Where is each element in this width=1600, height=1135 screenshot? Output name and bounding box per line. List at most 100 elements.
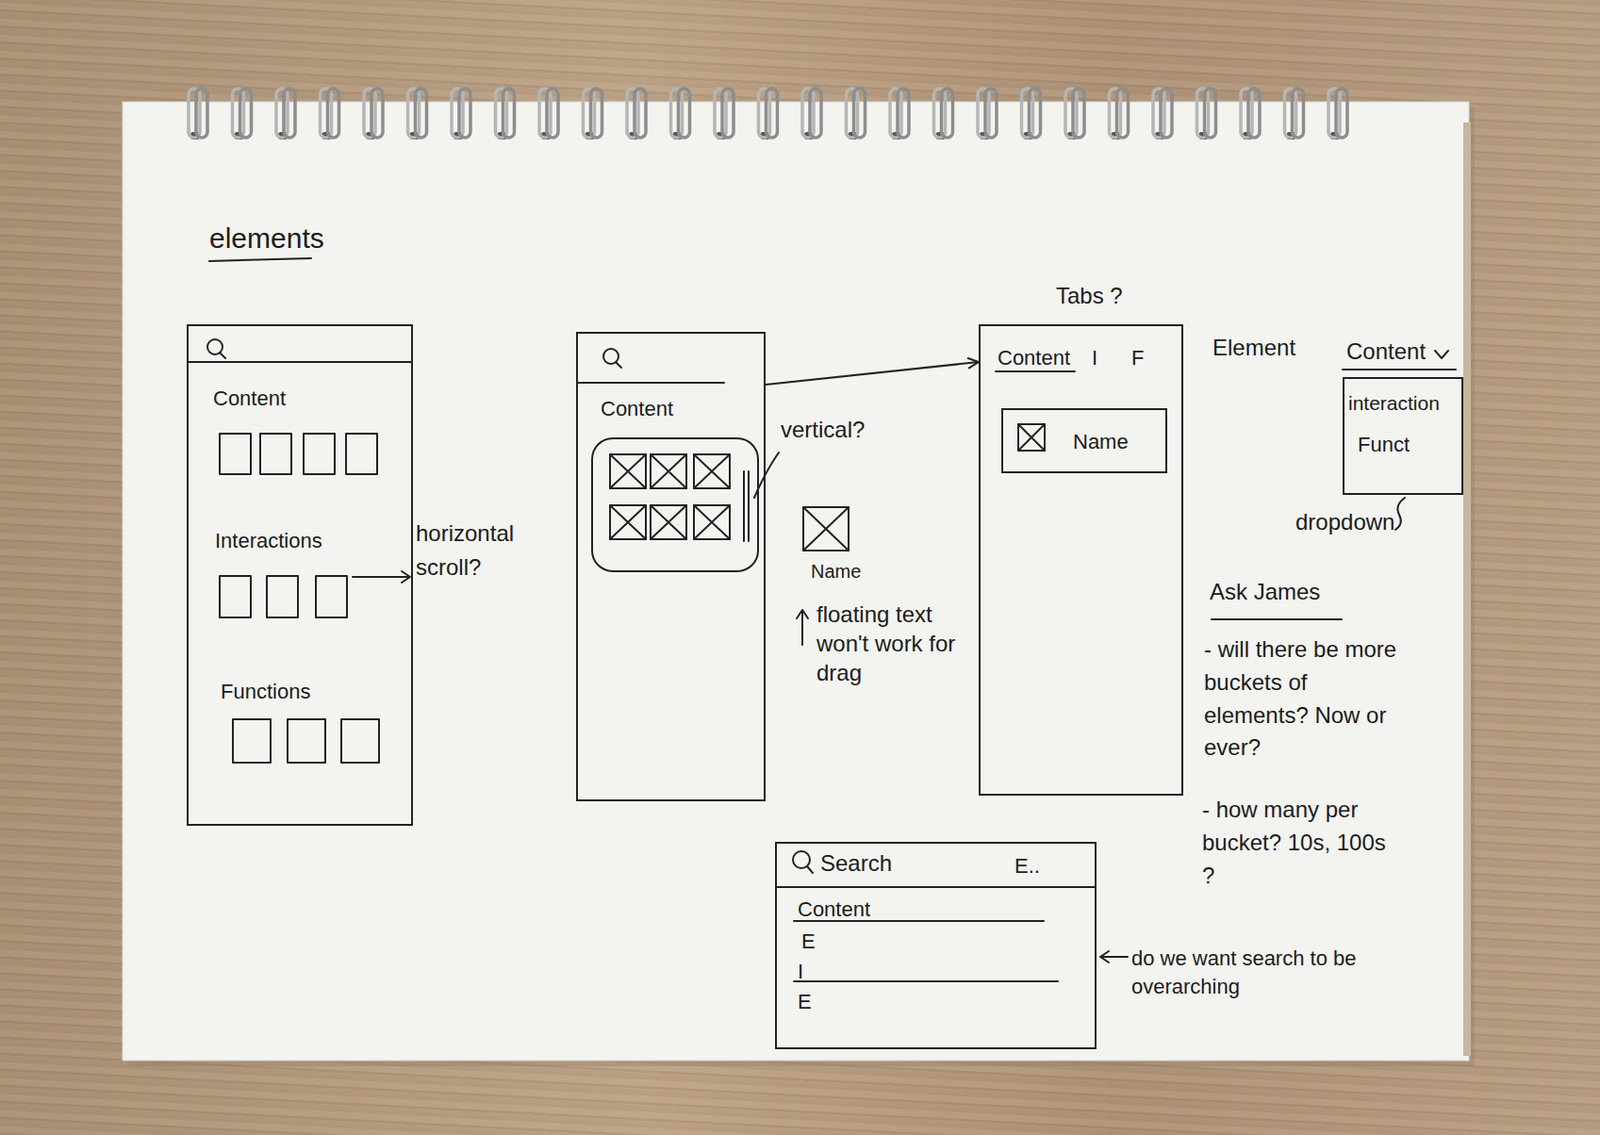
node-text: Interactions [214,529,323,553]
sketch-stroke [650,454,687,489]
binding-ring [1336,88,1348,138]
binding-ring [766,88,778,138]
binding-ring [1197,88,1209,138]
phone-frame: Content [576,331,766,802]
sketch-lines [188,258,1456,982]
node-text: I [1091,346,1098,370]
binding-ring [890,88,902,138]
node-text: interaction [1348,392,1440,414]
binding-ring [503,88,515,138]
sketch-note: do we want search to be overarching [1131,944,1452,1001]
sketch-stroke [303,433,335,475]
binding-ring [1285,88,1297,138]
sketch-stroke [219,576,251,618]
sketch-stroke [995,370,1075,373]
notebook-page [122,101,1475,1067]
binding-ring [758,88,771,138]
binding-ring [626,88,639,138]
binding-ring [1072,88,1085,138]
binding-ring [1248,88,1260,138]
binding-ring [495,88,508,138]
page-title: elements [209,222,325,254]
sketch-stroke [1100,951,1109,963]
binding-ring [634,88,646,138]
sketch-note: Ask James [1209,578,1320,607]
arrow-head [968,358,979,368]
binding-ring [846,88,858,138]
binding-ring [371,88,383,138]
sketch-note: Element [1212,334,1296,363]
node-text: Funct [1357,433,1410,457]
binding-ring [1029,88,1041,138]
sketch-stroke [209,258,312,262]
sketch-stroke [122,101,1469,1061]
binding-ring [591,88,603,138]
sketch-stroke [341,719,380,763]
sketch-stroke [803,507,849,551]
sketch-stroke [754,452,779,498]
binding-ring [451,88,463,138]
node-text: Name [1072,430,1129,454]
sketch-stroke [803,507,849,551]
sketch-stroke [776,886,1095,889]
sketch-stroke [693,454,730,489]
sketch-stroke [266,576,298,618]
binding-ring [232,88,245,138]
binding-ring [714,88,726,138]
sketch-stroke [577,381,725,384]
node-text: E [797,990,812,1014]
sketch-stroke [352,576,410,578]
binding-ring [809,88,822,138]
sketch-note: Tabs ? [1055,282,1123,311]
sketch-stroke [693,505,730,540]
phone-frame: ContentInteractionsFunctions [186,324,413,826]
sketch-stroke [693,454,730,489]
node-text: Content [797,898,871,922]
sketch-stroke [1463,122,1471,1056]
binding-ring [671,88,683,138]
sketch-stroke [650,454,687,489]
sketch-stroke [650,505,687,540]
sketch-note: - how many per bucket? 10s, 100s ? [1202,793,1396,892]
sketch-note: - will there be more buckets of elements… [1204,633,1398,765]
sketch-stroke [188,361,412,363]
binding-ring [1204,88,1217,138]
sketch-stroke [260,433,292,475]
dropdown-menu: ContentinteractionFunct [1342,331,1464,495]
search-panel: SearchE..ContentEIE [775,841,1097,1050]
sketch-stroke [615,362,622,368]
binding-ring [276,88,288,138]
sketch-stroke [1395,497,1405,530]
sketch-stroke [219,352,226,359]
sketch-stroke [1342,368,1456,371]
binding-ring [854,88,866,138]
binding-ring [941,88,954,138]
sketch-stroke [1435,350,1449,359]
sketch-stroke [1101,956,1128,958]
node-text: Functions [220,680,311,704]
sketch-stroke [1018,424,1045,451]
sketch-stroke [232,719,271,763]
sketch-stroke [315,576,347,618]
binding-ring [1292,88,1304,138]
binding-ring [188,88,200,138]
sketch-stroke [807,866,813,874]
binding-ring [1153,88,1165,138]
sketch-stroke [610,505,646,540]
sketch-note: Name [810,560,861,583]
binding-ring [328,88,340,138]
binding-ring [802,88,814,138]
sketch-note: floating text won't work for drag [816,599,977,689]
node-text: E [801,930,816,954]
phone-frame: ContentIFName [978,324,1184,796]
binding-ring [678,88,691,138]
node-text: Content [213,387,286,411]
binding-ring [934,88,946,138]
binding-ring [722,88,734,138]
binding-ring [583,88,595,138]
binding-ring [415,88,428,138]
spiral-binding [188,88,1348,140]
binding-ring [1022,88,1034,138]
sketch-stroke [693,505,730,540]
node-text: I [797,960,804,984]
